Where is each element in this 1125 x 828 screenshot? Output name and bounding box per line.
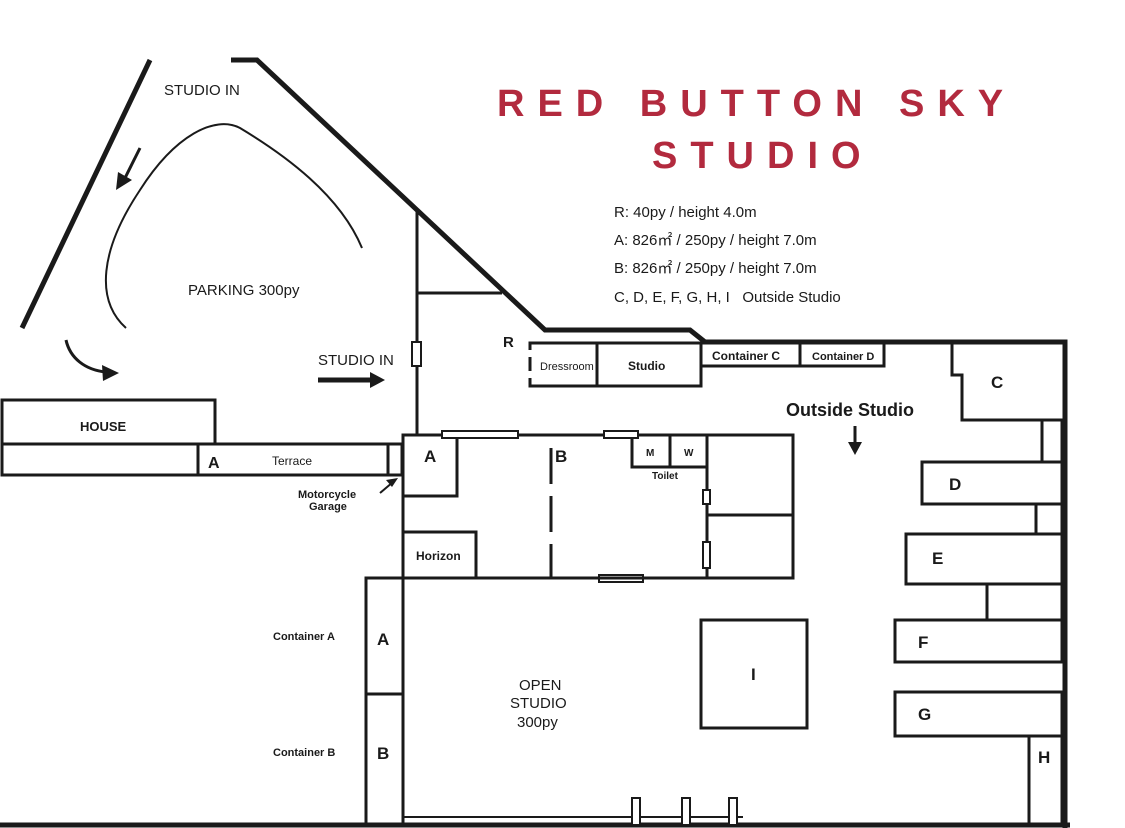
info-b: B: 826㎡ / 250py / height 7.0m bbox=[614, 260, 817, 277]
outside-arrow-head bbox=[848, 442, 862, 455]
room-d-label: D bbox=[949, 475, 961, 494]
room-b-label: B bbox=[555, 447, 567, 466]
parking-label: PARKING 300py bbox=[188, 282, 300, 299]
container-b-letter: B bbox=[377, 744, 389, 763]
studio-r-label: Studio bbox=[628, 359, 665, 373]
title-line-1: RED BUTTON SKY bbox=[497, 83, 1016, 125]
toilet-m-label: M bbox=[646, 448, 654, 459]
horizon-label: Horizon bbox=[416, 549, 461, 563]
open-studio-label-2: STUDIO bbox=[510, 695, 567, 712]
studio-b-building bbox=[401, 433, 795, 580]
container-d bbox=[798, 341, 886, 368]
container-a-letter: A bbox=[377, 630, 389, 649]
motorcycle-arrow-head bbox=[386, 478, 398, 487]
studio-in-arrow-head bbox=[370, 372, 385, 388]
arrow-in-head bbox=[116, 172, 132, 190]
outside-studio-label: Outside Studio bbox=[786, 400, 914, 420]
studio-in-side-label: STUDIO IN bbox=[318, 352, 394, 369]
container-a-label: Container A bbox=[273, 631, 335, 643]
r-label: R bbox=[503, 334, 514, 351]
open-studio-label-3: 300py bbox=[517, 714, 558, 731]
info-outside: C, D, E, F, G, H, I Outside Studio bbox=[614, 289, 841, 306]
container-d-label: Container D bbox=[812, 351, 874, 363]
container-c-label: Container C bbox=[712, 349, 780, 363]
door-right-1 bbox=[702, 489, 711, 505]
door-top-2 bbox=[603, 430, 639, 439]
open-studio-label-1: OPEN bbox=[519, 677, 562, 694]
parking-right-boundary bbox=[231, 57, 1068, 828]
gap-d-e bbox=[1034, 502, 1064, 536]
door-top-1 bbox=[441, 430, 519, 439]
room-i-label: I bbox=[751, 665, 756, 684]
gap-c-d bbox=[1040, 418, 1064, 464]
container-b-label: Container B bbox=[273, 747, 335, 759]
terrace-area bbox=[0, 442, 404, 477]
arrow-curve-head bbox=[102, 365, 119, 381]
door-right-2 bbox=[702, 541, 711, 569]
motorcycle-label-1: Motorcycle bbox=[298, 489, 356, 501]
arrow-curve-shaft bbox=[64, 339, 107, 374]
toilet-label: Toilet bbox=[652, 471, 679, 482]
terrace-label: Terrace bbox=[272, 454, 312, 468]
post-3 bbox=[728, 797, 738, 826]
room-h-label: H bbox=[1038, 748, 1050, 767]
studio-in-door bbox=[411, 341, 422, 367]
room-g-label: G bbox=[918, 705, 931, 724]
studio-in-top-label: STUDIO IN bbox=[164, 82, 240, 99]
parking-driveway bbox=[104, 123, 363, 329]
toilet-w-label: W bbox=[684, 448, 694, 459]
room-c-label: C bbox=[991, 373, 1003, 392]
room-g bbox=[893, 690, 1064, 738]
room-d bbox=[920, 460, 1064, 506]
post-2 bbox=[681, 797, 691, 826]
room-e-label: E bbox=[932, 549, 943, 568]
room-f-label: F bbox=[918, 633, 928, 652]
room-a-small bbox=[403, 435, 459, 498]
room-a-label: A bbox=[424, 447, 436, 466]
arrow-in-shaft bbox=[122, 147, 142, 181]
motorcycle-label-2: Garage bbox=[309, 501, 347, 513]
house-label: HOUSE bbox=[80, 419, 127, 434]
room-f bbox=[893, 618, 1064, 664]
post-1 bbox=[631, 797, 641, 826]
room-e bbox=[904, 532, 1064, 586]
parking-left-boundary bbox=[19, 58, 153, 330]
title-line-2: STUDIO bbox=[652, 135, 874, 177]
info-r: R: 40py / height 4.0m bbox=[614, 204, 757, 221]
terrace-a-label: A bbox=[208, 455, 220, 472]
room-h bbox=[1027, 734, 1064, 827]
room-c bbox=[950, 343, 1065, 422]
info-a: A: 826㎡ / 250py / height 7.0m bbox=[614, 232, 817, 249]
gap-e-f bbox=[985, 582, 1064, 622]
room-i bbox=[699, 618, 809, 730]
containers-column bbox=[364, 576, 405, 827]
dressroom-label: Dressroom bbox=[540, 361, 594, 373]
